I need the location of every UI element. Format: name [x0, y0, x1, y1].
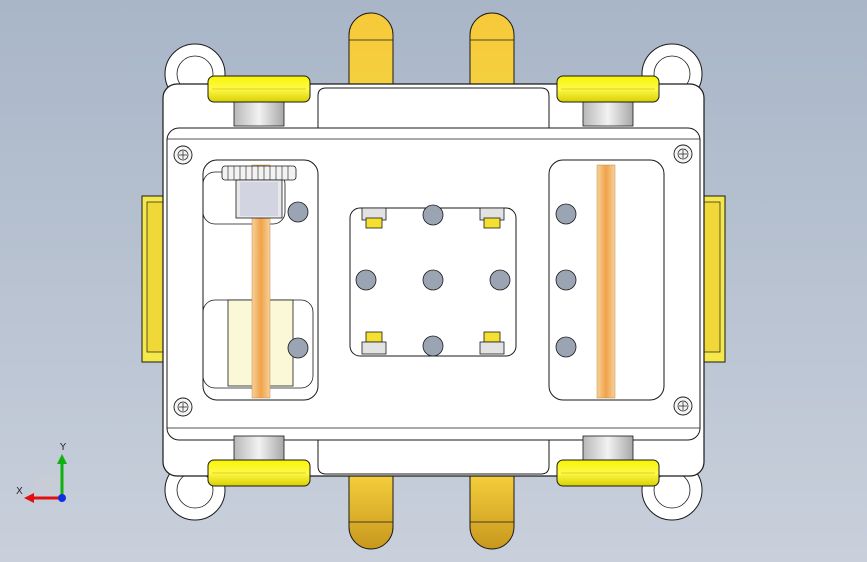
top-center-recess: [317, 87, 550, 128]
mount-holes: [287, 201, 577, 359]
right-rod: [596, 164, 616, 399]
screw-icon-top-right: [673, 144, 693, 164]
hex-nut-bottom-left: [361, 331, 387, 355]
hex-nut-top-right: [479, 207, 505, 229]
screw-icon-bottom-right: [673, 396, 693, 416]
screw-icon-bottom-left: [173, 397, 193, 417]
right-side-block-inner: [701, 201, 721, 353]
wheel-top-right: [556, 75, 660, 127]
bottom-center-recess: [317, 440, 550, 475]
top-tab-left: [348, 12, 394, 89]
left-side-block-inner: [146, 201, 166, 353]
wheel-bottom-left: [207, 435, 311, 487]
top-tab-right: [469, 12, 515, 89]
hex-nut-bottom-right: [479, 331, 505, 355]
wheel-bottom-right: [556, 435, 660, 487]
coordinate-triad-icon[interactable]: X Y: [12, 440, 76, 510]
x-axis-label: X: [16, 486, 23, 497]
gear-icon: [221, 165, 297, 219]
bottom-tab-right: [469, 469, 515, 550]
base-plate-frame: [166, 127, 701, 441]
wheel-top-left: [207, 75, 311, 127]
bottom-tab-left: [348, 469, 394, 550]
hex-nut-top-left: [361, 207, 387, 229]
left-rod: [251, 164, 271, 399]
z-axis-dot: [58, 494, 66, 502]
y-axis-label: Y: [60, 442, 67, 453]
screw-icon-top-left: [173, 145, 193, 165]
